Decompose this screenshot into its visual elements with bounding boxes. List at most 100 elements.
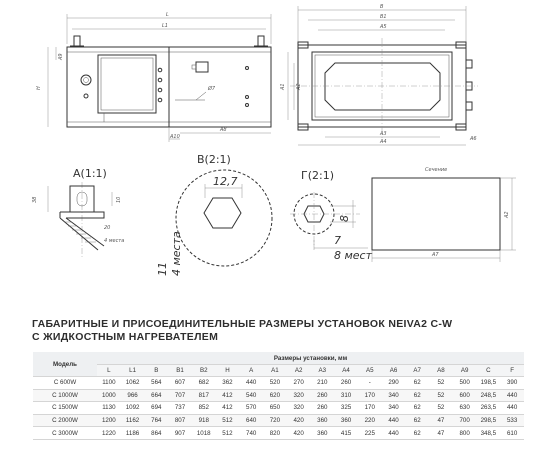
- table-cell: 220: [357, 414, 382, 428]
- table-cell: 170: [357, 389, 382, 403]
- view-g-dim7: 7: [334, 234, 341, 247]
- column-header: B1: [168, 364, 192, 377]
- table-cell: 764: [144, 414, 169, 428]
- table-cell: 412: [215, 389, 240, 403]
- table-cell: 1186: [120, 426, 145, 440]
- table-cell: 62: [405, 414, 430, 428]
- column-header: H: [215, 364, 240, 377]
- table-cell: 260: [310, 401, 335, 415]
- table-cell: 260: [310, 389, 335, 403]
- table-cell: 630: [452, 401, 477, 415]
- table-cell: 1062: [120, 376, 145, 390]
- table-cell: 533: [500, 414, 524, 428]
- table-cell: 325: [334, 401, 358, 415]
- table-cell: 864: [144, 426, 169, 440]
- table-cell: 694: [144, 401, 169, 415]
- dim-A9-label: A9: [58, 53, 64, 61]
- dim-A6-label: A6: [469, 136, 477, 142]
- table-cell: 707: [168, 389, 192, 403]
- view-a-dim38: 38: [32, 197, 38, 203]
- table-cell: 440: [381, 414, 406, 428]
- table-cell: 420: [286, 414, 311, 428]
- column-header: A7: [405, 364, 430, 377]
- table-cell: 320: [286, 401, 311, 415]
- table-cell: 520: [263, 376, 287, 390]
- column-header: A1: [263, 364, 287, 377]
- dim-H-label: H: [36, 86, 42, 90]
- view-a-title: А(1:1): [73, 167, 107, 180]
- model-cell: C 3000W: [33, 426, 97, 440]
- table-cell: 440: [239, 376, 264, 390]
- model-cell: C 2000W: [33, 414, 97, 428]
- table-cell: 260: [334, 376, 358, 390]
- dim-A1-label: A1: [280, 83, 286, 91]
- column-header: L1: [120, 364, 145, 377]
- table-cell: 248,5: [476, 389, 501, 403]
- table-cell: 62: [405, 376, 430, 390]
- view-a-places: 4 места: [104, 238, 124, 244]
- dim-L-label: L: [166, 12, 169, 18]
- document-title: ГАБАРИТНЫЕ И ПРИСОЕДИНИТЕЛЬНЫЕ РАЗМЕРЫ У…: [32, 318, 532, 344]
- column-header: A: [239, 364, 264, 377]
- table-cell: 170: [357, 401, 382, 415]
- column-header: F: [500, 364, 524, 377]
- model-cell: C 1500W: [33, 401, 97, 415]
- table-cell: 650: [263, 401, 287, 415]
- model-cell: C 1000W: [33, 389, 97, 403]
- dim-dia-label: Ø7: [207, 85, 216, 92]
- table-cell: 607: [168, 376, 192, 390]
- dim-L1-label: L1: [162, 23, 168, 29]
- table-cell: 52: [429, 376, 453, 390]
- dim-A8-label: A8: [219, 127, 227, 133]
- column-header: A5: [357, 364, 382, 377]
- model-column-header: Модель: [33, 352, 97, 377]
- table-cell: 440: [381, 426, 406, 440]
- section-title: Сечение: [425, 167, 447, 173]
- column-header: L: [97, 364, 121, 377]
- dim-A2-label: A2: [296, 83, 302, 91]
- table-cell: 682: [191, 376, 216, 390]
- view-b-count: 11: [156, 262, 169, 276]
- table-cell: 1100: [97, 376, 121, 390]
- table-cell: 210: [310, 376, 335, 390]
- table-cell: 62: [405, 401, 430, 415]
- table-cell: 360: [310, 426, 335, 440]
- view-g-title: Г(2:1): [301, 169, 334, 182]
- table-cell: 570: [239, 401, 264, 415]
- table-cell: 807: [168, 414, 192, 428]
- table-cell: 360: [334, 414, 358, 428]
- table-cell: 737: [168, 401, 192, 415]
- front-view: L L1 Ø7 H A9 A8: [36, 12, 272, 142]
- column-header: B2: [191, 364, 216, 377]
- dimensions-group-header: Размеры установки, мм: [97, 352, 524, 365]
- table-cell: 700: [452, 414, 477, 428]
- column-header: A4: [334, 364, 358, 377]
- table-cell: 412: [215, 401, 240, 415]
- view-b-title: В(2:1): [197, 153, 231, 166]
- column-header: A9: [452, 364, 477, 377]
- table-cell: 320: [286, 389, 311, 403]
- table-cell: 340: [381, 401, 406, 415]
- table-cell: 966: [120, 389, 145, 403]
- section-view: Сечение A7 A2: [371, 167, 516, 262]
- title-line-2: С ЖИДКОСТНЫМ НАГРЕВАТЕЛЕМ: [32, 331, 219, 343]
- table-cell: 440: [500, 389, 524, 403]
- table-cell: 47: [429, 414, 453, 428]
- table-cell: 362: [215, 376, 240, 390]
- table-cell: 62: [405, 426, 430, 440]
- table-cell: 1162: [120, 414, 145, 428]
- column-header: A2: [286, 364, 311, 377]
- table-cell: 817: [191, 389, 216, 403]
- dim-A10-label: A10: [169, 134, 180, 140]
- table-cell: 820: [263, 426, 287, 440]
- table-cell: 800: [452, 426, 477, 440]
- table-cell: 1018: [191, 426, 216, 440]
- column-header: A8: [429, 364, 453, 377]
- table-cell: 440: [500, 401, 524, 415]
- table-cell: 1130: [97, 401, 121, 415]
- table-cell: 918: [191, 414, 216, 428]
